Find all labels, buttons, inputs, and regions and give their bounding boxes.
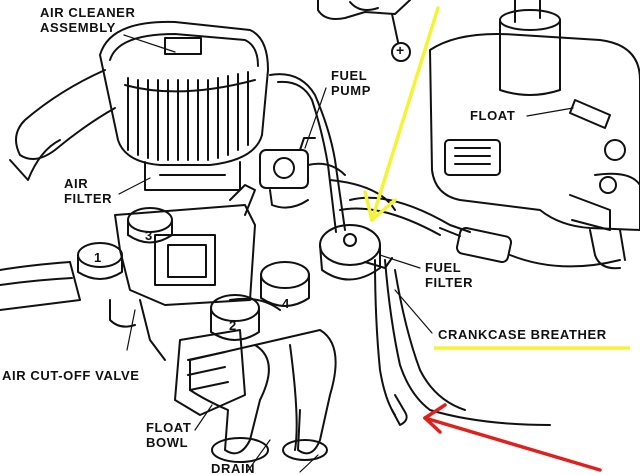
fuel-lines bbox=[269, 73, 551, 426]
carb-number-3: 3 bbox=[145, 228, 153, 243]
leader-lines bbox=[118, 34, 574, 473]
battery-terminal-icon bbox=[317, 0, 411, 62]
carb-number-1: 1 bbox=[94, 250, 102, 265]
air-cleaner-assembly bbox=[9, 20, 269, 191]
fuel-pump bbox=[259, 137, 346, 209]
fuel-filter bbox=[439, 226, 621, 268]
air-cutoff-valve-label: AIR CUT-OFF VALVE bbox=[2, 368, 140, 383]
drain-label: DRAIN bbox=[211, 461, 256, 475]
plus-symbol: + bbox=[396, 42, 405, 58]
red-arrow-icon bbox=[423, 403, 602, 472]
fuel-pump-label: FUEL PUMP bbox=[331, 68, 371, 98]
float-bowl-label: FLOAT BOWL bbox=[146, 420, 192, 450]
yellow-arrow-icon bbox=[363, 6, 440, 222]
float-tank-label: FLOAT bbox=[470, 108, 516, 123]
air-cleaner-assembly-label: AIR CLEANER ASSEMBLY bbox=[40, 5, 136, 35]
fuel-filter-label: FUEL FILTER bbox=[425, 260, 474, 290]
carb-number-2: 2 bbox=[229, 318, 237, 333]
float-tank bbox=[429, 0, 640, 270]
air-filter-label: AIR FILTER bbox=[64, 176, 113, 206]
crankcase-breather-label: CRANKCASE BREATHER bbox=[438, 327, 607, 342]
breather-canister bbox=[319, 224, 408, 426]
carb-number-4: 4 bbox=[282, 296, 290, 311]
carburetor-assembly bbox=[0, 184, 337, 463]
